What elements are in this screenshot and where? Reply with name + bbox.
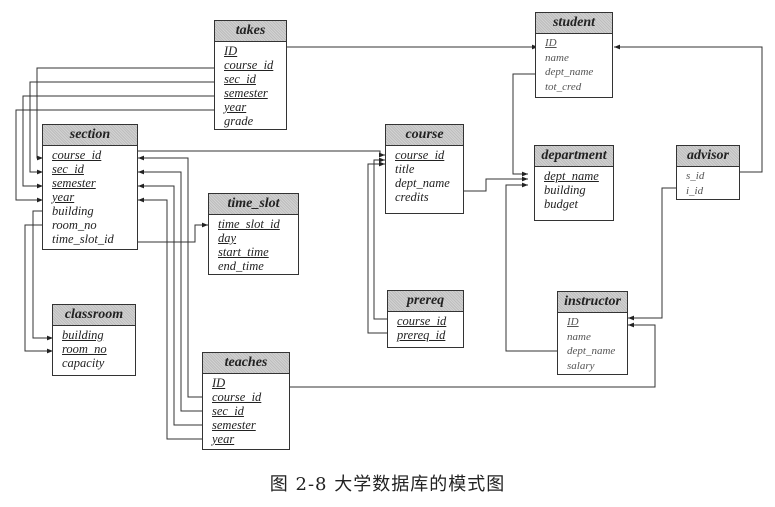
primary-key-attribute: start_time (218, 245, 269, 259)
primary-key-attribute: sec_id (212, 404, 244, 418)
fk-section-classroom-building (32, 210, 53, 341)
table-header: classroom (53, 305, 135, 326)
primary-key-attribute: semester (212, 418, 256, 432)
figure-caption: 图 2-8 大学数据库的模式图 (269, 474, 506, 495)
fk-teaches-instructor (290, 322, 656, 388)
attribute: i_id (686, 184, 704, 197)
attribute: room_no (52, 218, 97, 232)
attribute: tot_cred (545, 80, 582, 93)
table-header: course (386, 125, 463, 146)
primary-key-attribute: year (224, 100, 247, 114)
fk-course-department (464, 176, 528, 192)
table-header: prereq (388, 291, 463, 312)
attribute: dept_name (567, 345, 616, 357)
fk-teaches-section-year (138, 197, 203, 440)
attribute: dept_name (545, 66, 594, 78)
table-header: instructor (558, 292, 627, 313)
primary-key-attribute: prereq_id (397, 328, 446, 342)
table-advisor: advisor s_id i_id (676, 145, 740, 200)
primary-key-attribute: ID (224, 44, 238, 58)
attribute: dept_name (395, 176, 450, 190)
attribute: budget (544, 197, 579, 211)
attribute: end_time (218, 259, 264, 273)
primary-key-attribute: building (62, 328, 104, 342)
fk-takes-section-course-id (36, 67, 216, 161)
attribute: title (395, 162, 415, 176)
attribute: name (567, 330, 591, 343)
attribute: building (52, 204, 94, 218)
primary-key-attribute: ID (567, 316, 579, 328)
attribute: grade (224, 114, 254, 128)
fk-takes-section-year (15, 109, 216, 203)
table-header: time_slot (209, 194, 298, 215)
primary-key-attribute: ID (545, 37, 557, 49)
fk-teaches-section-sec-id (138, 169, 203, 412)
attribute: capacity (62, 356, 105, 370)
primary-key-attribute: ID (212, 376, 226, 390)
fk-section-time-slot (137, 222, 208, 243)
attribute: credits (395, 190, 429, 204)
table-header: takes (215, 21, 286, 42)
table-header: student (536, 13, 612, 34)
fk-advisor-instructor (628, 187, 676, 321)
primary-key-attribute: day (218, 231, 237, 245)
primary-key-attribute: sec_id (52, 162, 84, 176)
fk-prereq-course-course-id (373, 157, 387, 320)
table-header: advisor (677, 146, 739, 167)
attribute: building (544, 183, 586, 197)
primary-key-attribute: dept_name (544, 169, 599, 183)
primary-key-attribute: course_id (224, 58, 274, 72)
fk-takes-section-sec-id (29, 81, 216, 175)
fk-teaches-section-semester (138, 183, 203, 426)
fk-prereq-course-prereq-id (367, 161, 387, 334)
fk-advisor-student (614, 44, 763, 173)
fk-instructor-department (505, 182, 557, 352)
primary-key-attribute: course_id (397, 314, 447, 328)
primary-key-attribute: course_id (212, 390, 262, 404)
primary-key-attribute: year (212, 432, 235, 446)
fk-section-classroom-room-no (24, 224, 53, 354)
primary-key-attribute: semester (52, 176, 96, 190)
primary-key-attribute: time_slot_id (218, 217, 280, 231)
primary-key-attribute: semester (224, 86, 268, 100)
attribute: s_id (686, 170, 705, 182)
table-attributes: ID name dept_name tot_cred (536, 34, 612, 97)
primary-key-attribute: course_id (395, 148, 445, 162)
table-attributes: s_id i_id (677, 167, 739, 201)
attribute: time_slot_id (52, 232, 114, 246)
fk-section-course (137, 150, 385, 158)
primary-key-attribute: year (52, 190, 75, 204)
fk-teaches-section-course-id (138, 155, 203, 398)
fk-takes-section-semester (22, 95, 216, 189)
primary-key-attribute: sec_id (224, 72, 256, 86)
primary-key-attribute: room_no (62, 342, 107, 356)
table-header: teaches (203, 353, 289, 374)
fk-student-department (512, 73, 535, 177)
table-header: section (43, 125, 137, 146)
primary-key-attribute: course_id (52, 148, 102, 162)
attribute: name (545, 51, 569, 64)
attribute: salary (567, 359, 595, 372)
table-header: department (535, 146, 613, 167)
